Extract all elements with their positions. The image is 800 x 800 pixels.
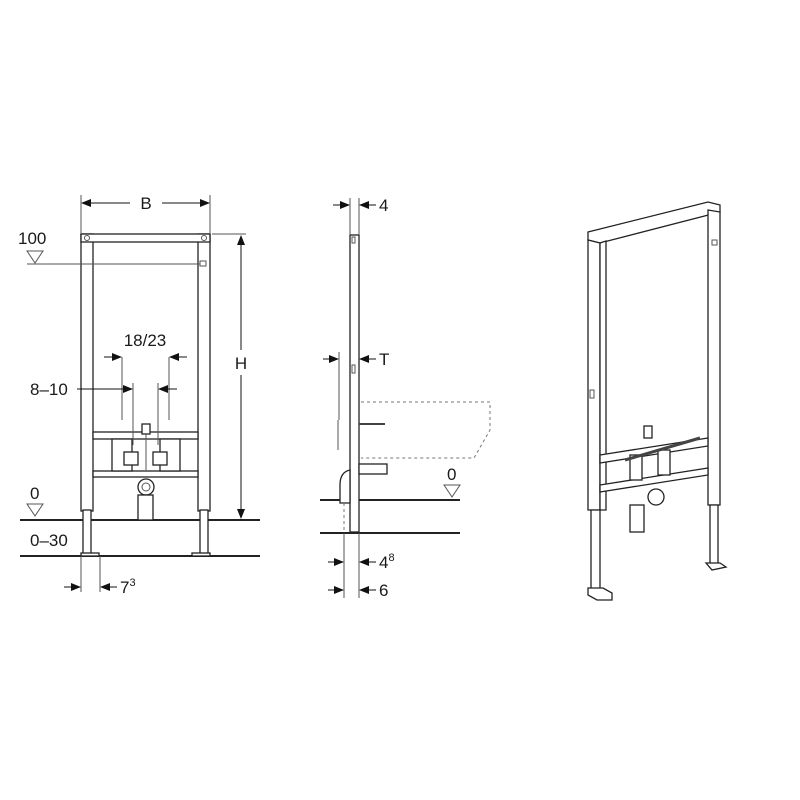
iso-drain [647, 488, 665, 506]
height-label: H [235, 354, 247, 373]
right-foot [199, 509, 209, 555]
iso-lower-crossbar [599, 467, 709, 493]
side-floor-triangle-icon [443, 484, 461, 498]
level-triangle-icon [26, 250, 44, 264]
iso-right-post [707, 209, 721, 506]
floor-level-triangle-icon [26, 503, 44, 517]
side-post [349, 234, 360, 533]
left-foot [82, 509, 92, 555]
frame-depth-label: 4 [379, 196, 388, 215]
floor-level-label: 0 [30, 484, 39, 503]
side-view: 4 T 0 48 6 [320, 196, 491, 600]
iso-left-post [587, 239, 601, 511]
foot-width-label: 73 [120, 577, 136, 597]
top-rail [80, 233, 211, 243]
connection-spacing-label: 18/23 [124, 331, 167, 350]
iso-top-rail [587, 201, 721, 244]
foot-offset-label: 48 [379, 552, 395, 572]
drain-elbow [339, 469, 351, 504]
total-depth-label: T [379, 350, 389, 369]
iso-right-foot [709, 504, 719, 566]
floor-adjust-label: 0–30 [30, 531, 68, 550]
perspective-view [587, 201, 728, 601]
side-floor-level-label: 0 [447, 465, 456, 484]
top-level-label: 100 [18, 229, 46, 248]
foot-depth-label: 6 [379, 581, 388, 600]
right-post [197, 233, 211, 512]
bidet-outline [361, 401, 491, 459]
front-view: B H 100 18/23 8–10 0 0–30 73 [18, 194, 260, 597]
drain-pipe [137, 478, 155, 496]
iso-left-foot [590, 509, 601, 591]
left-post [80, 233, 94, 512]
connection-offset-label: 8–10 [30, 380, 68, 399]
lower-crossbar [92, 470, 199, 478]
width-label: B [140, 194, 151, 213]
